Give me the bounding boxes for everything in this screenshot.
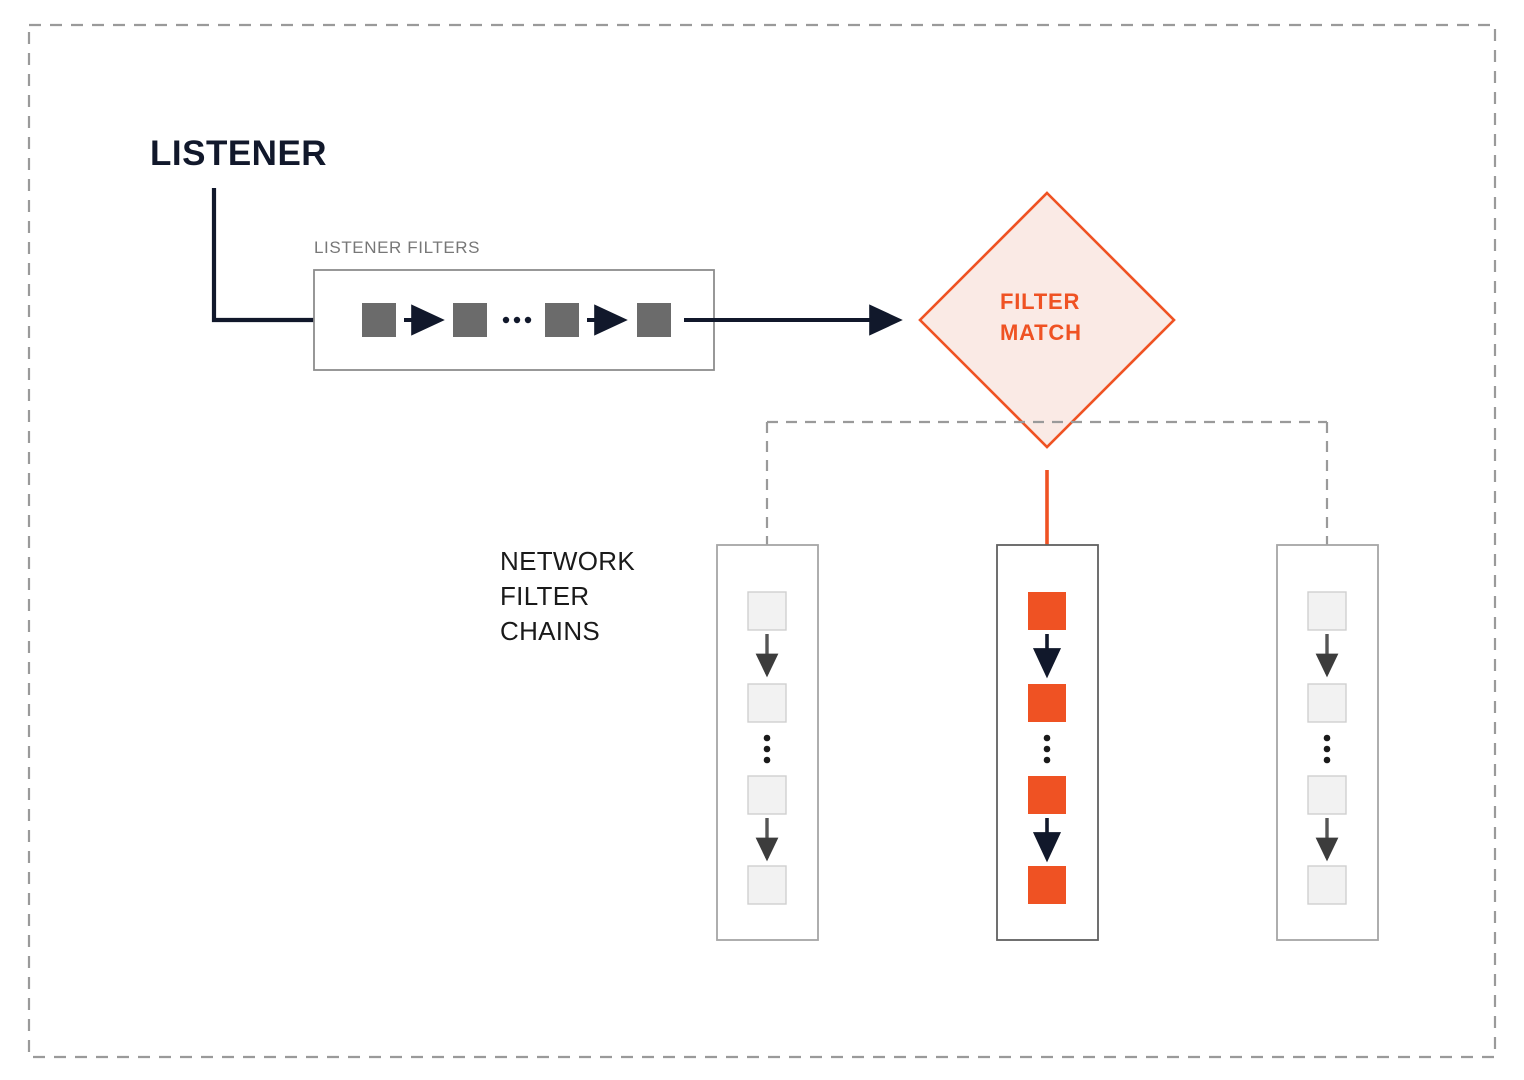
- chain-filter-square-center: [1028, 866, 1066, 904]
- chain-filter-square-left: [747, 865, 787, 905]
- listener-filter-square: [637, 303, 671, 337]
- network-filter-chains-label-line2: FILTER: [500, 581, 590, 611]
- chain-ellipsis-dot-right: [1323, 734, 1331, 742]
- listener-filter-square: [545, 303, 579, 337]
- chain-filter-square-center: [1028, 776, 1066, 814]
- listener-filter-ellipsis-dot: [513, 316, 521, 324]
- chain-ellipsis-dot-right: [1323, 745, 1331, 753]
- chain-filter-square-right: [1307, 591, 1347, 631]
- chain-filter-square-right: [1307, 775, 1347, 815]
- filter-match-diamond[interactable]: [918, 191, 1176, 449]
- chain-ellipsis-dot-left: [763, 745, 771, 753]
- chain-ellipsis-dot-center: [1043, 756, 1051, 764]
- chain-filter-square-right: [1307, 683, 1347, 723]
- chain-filter-square-center: [1028, 684, 1066, 722]
- listener-filters-label: LISTENER FILTERS: [314, 238, 481, 257]
- listener-filter-square: [453, 303, 487, 337]
- filter-match-label: FILTER MATCH: [1000, 286, 1082, 348]
- listener-filter-ellipsis-dot: [502, 316, 510, 324]
- outer-dashed-frame: [27, 23, 1497, 1059]
- chain-filter-square-center: [1028, 592, 1066, 630]
- chain-ellipsis-dot-center: [1043, 734, 1051, 742]
- listener-filter-ellipsis-dot: [524, 316, 532, 324]
- chain-filter-square-left: [747, 683, 787, 723]
- chain-ellipsis-dot-center: [1043, 745, 1051, 753]
- chain-ellipsis-dot-left: [763, 756, 771, 764]
- filter-match-label-line2: MATCH: [1000, 320, 1082, 345]
- chain-ellipsis-dot-right: [1323, 756, 1331, 764]
- network-filter-chains-label: NETWORK FILTER CHAINS: [500, 544, 635, 649]
- listener-connector-line: [211, 188, 352, 323]
- filter-match-label-line1: FILTER: [1000, 289, 1081, 314]
- chain-filter-square-left: [747, 775, 787, 815]
- listener-title: LISTENER: [150, 134, 328, 173]
- chain-filter-square-right: [1307, 865, 1347, 905]
- network-filter-chains-label-line1: NETWORK: [500, 546, 635, 576]
- network-filter-chains-label-line3: CHAINS: [500, 616, 601, 646]
- chain-ellipsis-dot-left: [763, 734, 771, 742]
- chain-filter-square-left: [747, 591, 787, 631]
- listener-filter-square: [362, 303, 396, 337]
